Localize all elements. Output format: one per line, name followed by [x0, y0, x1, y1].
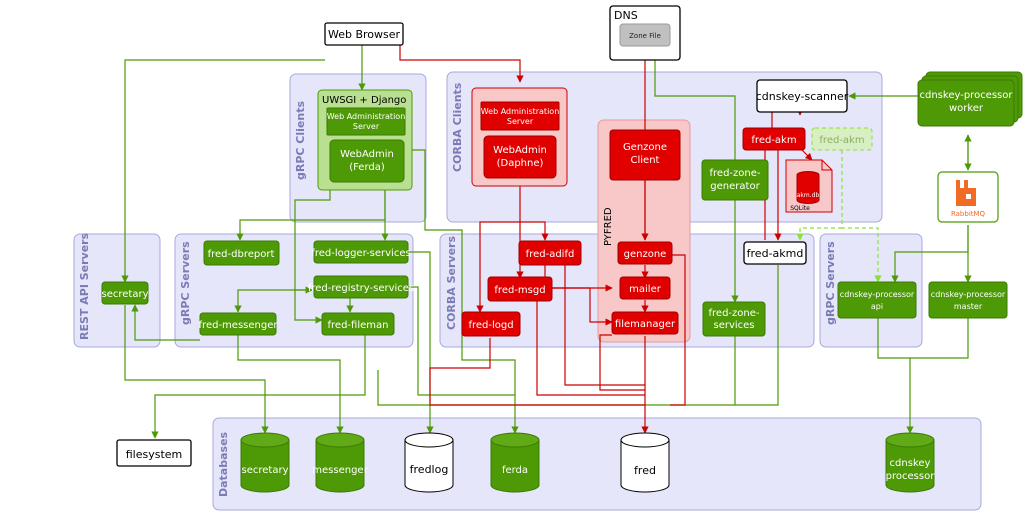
region-label-grpc-clients: gRPC Clients [294, 101, 307, 180]
fred-akm-node[interactable]: fred-akm [742, 127, 806, 151]
rabbitmq-node[interactable]: RabbitMQ [937, 171, 999, 223]
fred-msgd-node[interactable]: fred-msgd [487, 276, 553, 302]
fred-adifd-label: fred-adifd [526, 249, 575, 260]
db-cdnskey-label-1: cdnskey [890, 458, 931, 469]
sqlite-label: SQLite [790, 205, 810, 212]
genzone-client-label-1: Genzone [623, 142, 667, 153]
uwsgi-django-node[interactable]: UWSGI + Django Web Administration Server… [317, 89, 413, 191]
fred-logger-services-label: fred-logger-services [311, 248, 410, 259]
fred-zone-generator-label-1: fred-zone- [710, 168, 761, 179]
region-label-corba-servers: CORBA Servers [445, 236, 458, 330]
rabbitmq-label: RabbitMQ [951, 210, 986, 218]
webadmin-server-red-label-1: Web Administration [481, 107, 560, 116]
webadmin-daphne-node[interactable]: Web Administration Server WebAdmin (Daph… [471, 87, 568, 187]
filesystem-label: filesystem [126, 448, 183, 461]
mailer-label: mailer [629, 284, 662, 295]
cdnskey-processor-worker-node[interactable]: cdnskey-processor worker [917, 71, 1023, 127]
fred-akm-ghost-node[interactable]: fred-akm [811, 127, 873, 151]
db-fred[interactable]: fred [620, 432, 670, 493]
web-browser-node[interactable]: Web Browser [324, 22, 404, 46]
webadmin-daphne-label-1: WebAdmin [493, 145, 547, 156]
fred-messenger-label: fred-messenger [199, 320, 279, 331]
uwsgi-django-label: UWSGI + Django [322, 95, 406, 106]
akm-db-label: akm.db [797, 192, 820, 199]
db-secretary[interactable]: secretary [240, 432, 290, 493]
region-label-grpc-servers-left: gRPC Servers [179, 241, 192, 325]
cdnskey-scanner-node[interactable]: cdnskey-scanner [756, 79, 849, 113]
fred-akmd-label: fred-akmd [747, 247, 804, 260]
fred-logger-services-node[interactable]: fred-logger-services [311, 240, 411, 264]
fred-registry-services-node[interactable]: fred-registry-services [308, 275, 414, 299]
dns-label: DNS [614, 9, 638, 22]
fred-zone-services-label-1: fred-zone- [709, 308, 760, 319]
fred-zone-services-node[interactable]: fred-zone- services [702, 301, 766, 337]
cdnskey-processor-master-node[interactable]: cdnskey-processor master [928, 281, 1008, 319]
connections-red [399, 45, 813, 434]
cdnskey-processor-api-label-1: cdnskey-processor [840, 290, 915, 299]
webadmin-daphne-label-2: (Daphne) [497, 158, 544, 169]
fred-dbreport-node[interactable]: fred-dbreport [203, 240, 280, 266]
rabbitmq-icon [956, 180, 976, 206]
genzone-client-label-2: Client [631, 155, 660, 166]
cdnskey-processor-master-label-2: master [954, 302, 983, 311]
cdnskey-processor-worker-label-1: cdnskey-processor [920, 90, 1014, 101]
zone-file-label: Zone File [629, 32, 661, 40]
region-label-databases: Databases [217, 431, 230, 497]
db-fredlog-label: fredlog [410, 463, 449, 476]
region-label-corba-clients: CORBA Clients [451, 82, 464, 172]
fred-messenger-node[interactable]: fred-messenger [199, 312, 279, 336]
connections-green [121, 44, 972, 439]
cdnskey-scanner-label: cdnskey-scanner [756, 90, 849, 103]
webadmin-server-red-label-2: Server [507, 117, 534, 126]
db-ferda-label: ferda [502, 465, 528, 476]
filesystem-node[interactable]: filesystem [116, 439, 192, 467]
db-cdnskey-label-2: processor [886, 471, 936, 482]
fred-fileman-label: fred-fileman [328, 320, 389, 331]
db-fredlog[interactable]: fredlog [404, 432, 454, 493]
filemanager-label: filemanager [615, 319, 676, 330]
db-messenger[interactable]: messenger [312, 432, 369, 493]
web-browser-label: Web Browser [328, 28, 401, 41]
cdnskey-processor-worker-label-2: worker [949, 103, 984, 114]
region-label-pyfred: PYFRED [603, 207, 614, 246]
fred-adifd-node[interactable]: fred-adifd [518, 240, 582, 266]
fred-zone-generator-label-2: generator [710, 181, 760, 192]
fred-zone-services-label-2: services [713, 320, 754, 331]
fred-fileman-node[interactable]: fred-fileman [321, 312, 395, 336]
mailer-node[interactable]: mailer [619, 276, 671, 300]
webadmin-server-green-label-1: Web Administration [327, 112, 406, 121]
fred-registry-services-label: fred-registry-services [308, 283, 414, 294]
region-label-rest-api-servers: REST API Servers [78, 232, 91, 340]
cdnskey-processor-api-node[interactable]: cdnskey-processor api [837, 281, 917, 319]
fred-dbreport-label: fred-dbreport [208, 249, 275, 260]
db-cdnskey-processor[interactable]: cdnskey processor [885, 432, 936, 493]
webadmin-ferda-label-2: (Ferda) [349, 162, 385, 173]
genzone-node[interactable]: genzone [617, 241, 673, 265]
fred-akm-label: fred-akm [751, 135, 796, 146]
webadmin-ferda-label-1: WebAdmin [340, 149, 394, 160]
dns-node[interactable]: DNS Zone File [609, 5, 681, 61]
connections-dashed [796, 150, 882, 283]
sqlite-akm-db[interactable]: akm.db SQLite [785, 159, 833, 213]
db-secretary-label: secretary [242, 465, 289, 476]
fred-akm-ghost-label: fred-akm [819, 135, 864, 146]
cdnskey-processor-api-label-2: api [871, 302, 883, 311]
db-fred-label: fred [634, 464, 656, 477]
db-ferda[interactable]: ferda [490, 432, 540, 493]
fred-akmd-node[interactable]: fred-akmd [743, 241, 807, 265]
secretary-node[interactable]: secretary [101, 281, 149, 305]
genzone-client-node[interactable]: Genzone Client [609, 129, 681, 181]
fred-logd-node[interactable]: fred-logd [461, 311, 521, 337]
fred-logd-label: fred-logd [468, 320, 513, 331]
fred-zone-generator-node[interactable]: fred-zone- generator [701, 159, 769, 201]
cdnskey-processor-master-label-1: cdnskey-processor [931, 290, 1006, 299]
db-messenger-label: messenger [312, 465, 368, 476]
region-label-grpc-servers-right: gRPC Servers [824, 241, 837, 325]
secretary-label: secretary [102, 289, 149, 300]
fred-msgd-label: fred-msgd [494, 285, 545, 296]
genzone-label: genzone [624, 249, 667, 260]
filemanager-node[interactable]: filemanager [611, 311, 679, 335]
webadmin-server-green-label-2: Server [353, 122, 380, 131]
